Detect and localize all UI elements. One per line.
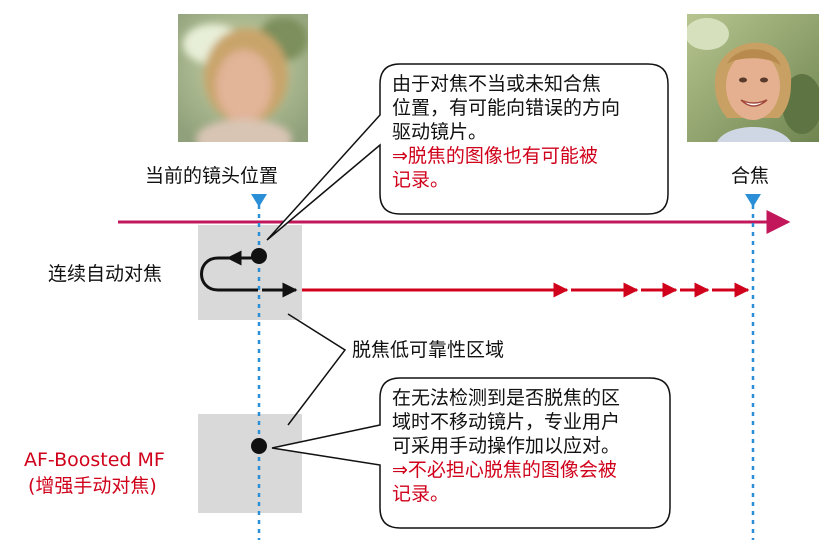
callout-top-highlight-2: 记录。 — [392, 169, 450, 191]
in-focus-label: 合焦 — [731, 165, 770, 187]
callout-bottom-highlight-1: ⇒不必担心脱焦的图像会被 — [392, 459, 617, 481]
callout-bottom-line-3: 可采用手动操作加以应对。 — [392, 435, 621, 457]
callout-bottom-bubble — [271, 377, 671, 529]
low-confidence-zone-label: 脱焦低可靠性区域 — [352, 339, 505, 361]
blurred-portrait-image — [178, 14, 308, 142]
af-boosted-lens-dot — [251, 438, 267, 454]
callout-bottom-highlight-2: 记录。 — [392, 483, 450, 505]
low-confidence-zone-bottom — [198, 414, 302, 513]
callout-top-text: 由于对焦不当或未知合焦 位置，有可能向错误的方向 驱动镜片。 ⇒脱焦的图像也有可… — [392, 72, 620, 192]
callout-top-line-2: 位置，有可能向错误的方向 — [392, 97, 621, 119]
low-confidence-zone-top — [198, 225, 302, 320]
af-boosted-label: AF-Boosted MF — [24, 449, 165, 471]
sharp-portrait-image — [687, 14, 819, 142]
current-position-label: 当前的镜头位置 — [145, 165, 279, 187]
continuous-af-label: 连续自动对焦 — [48, 263, 163, 285]
callout-top-line-3: 驱动镜片。 — [392, 121, 488, 143]
af-hunting-path — [200, 256, 258, 292]
callout-bottom-line-1: 在无法检测到是否脱焦的区 — [392, 387, 621, 409]
callout-top-highlight-1: ⇒脱焦的图像也有可能被 — [392, 145, 598, 167]
callout-top-line-1: 由于对焦不当或未知合焦 — [392, 73, 602, 95]
callout-bottom-text: 在无法检测到是否脱焦的区 域时不移动镜片，专业用户 可采用手动操作加以应对。 ⇒… — [392, 386, 620, 506]
in-focus-marker — [745, 194, 761, 207]
current-position-marker — [251, 194, 267, 207]
af-boosted-subtitle: (增强手动对焦) — [28, 475, 157, 497]
callout-top-bubble — [266, 63, 669, 241]
current-lens-dot — [251, 248, 267, 264]
callout-bottom-line-2: 域时不移动镜片，专业用户 — [392, 411, 621, 433]
zone-bracket — [287, 313, 347, 426]
